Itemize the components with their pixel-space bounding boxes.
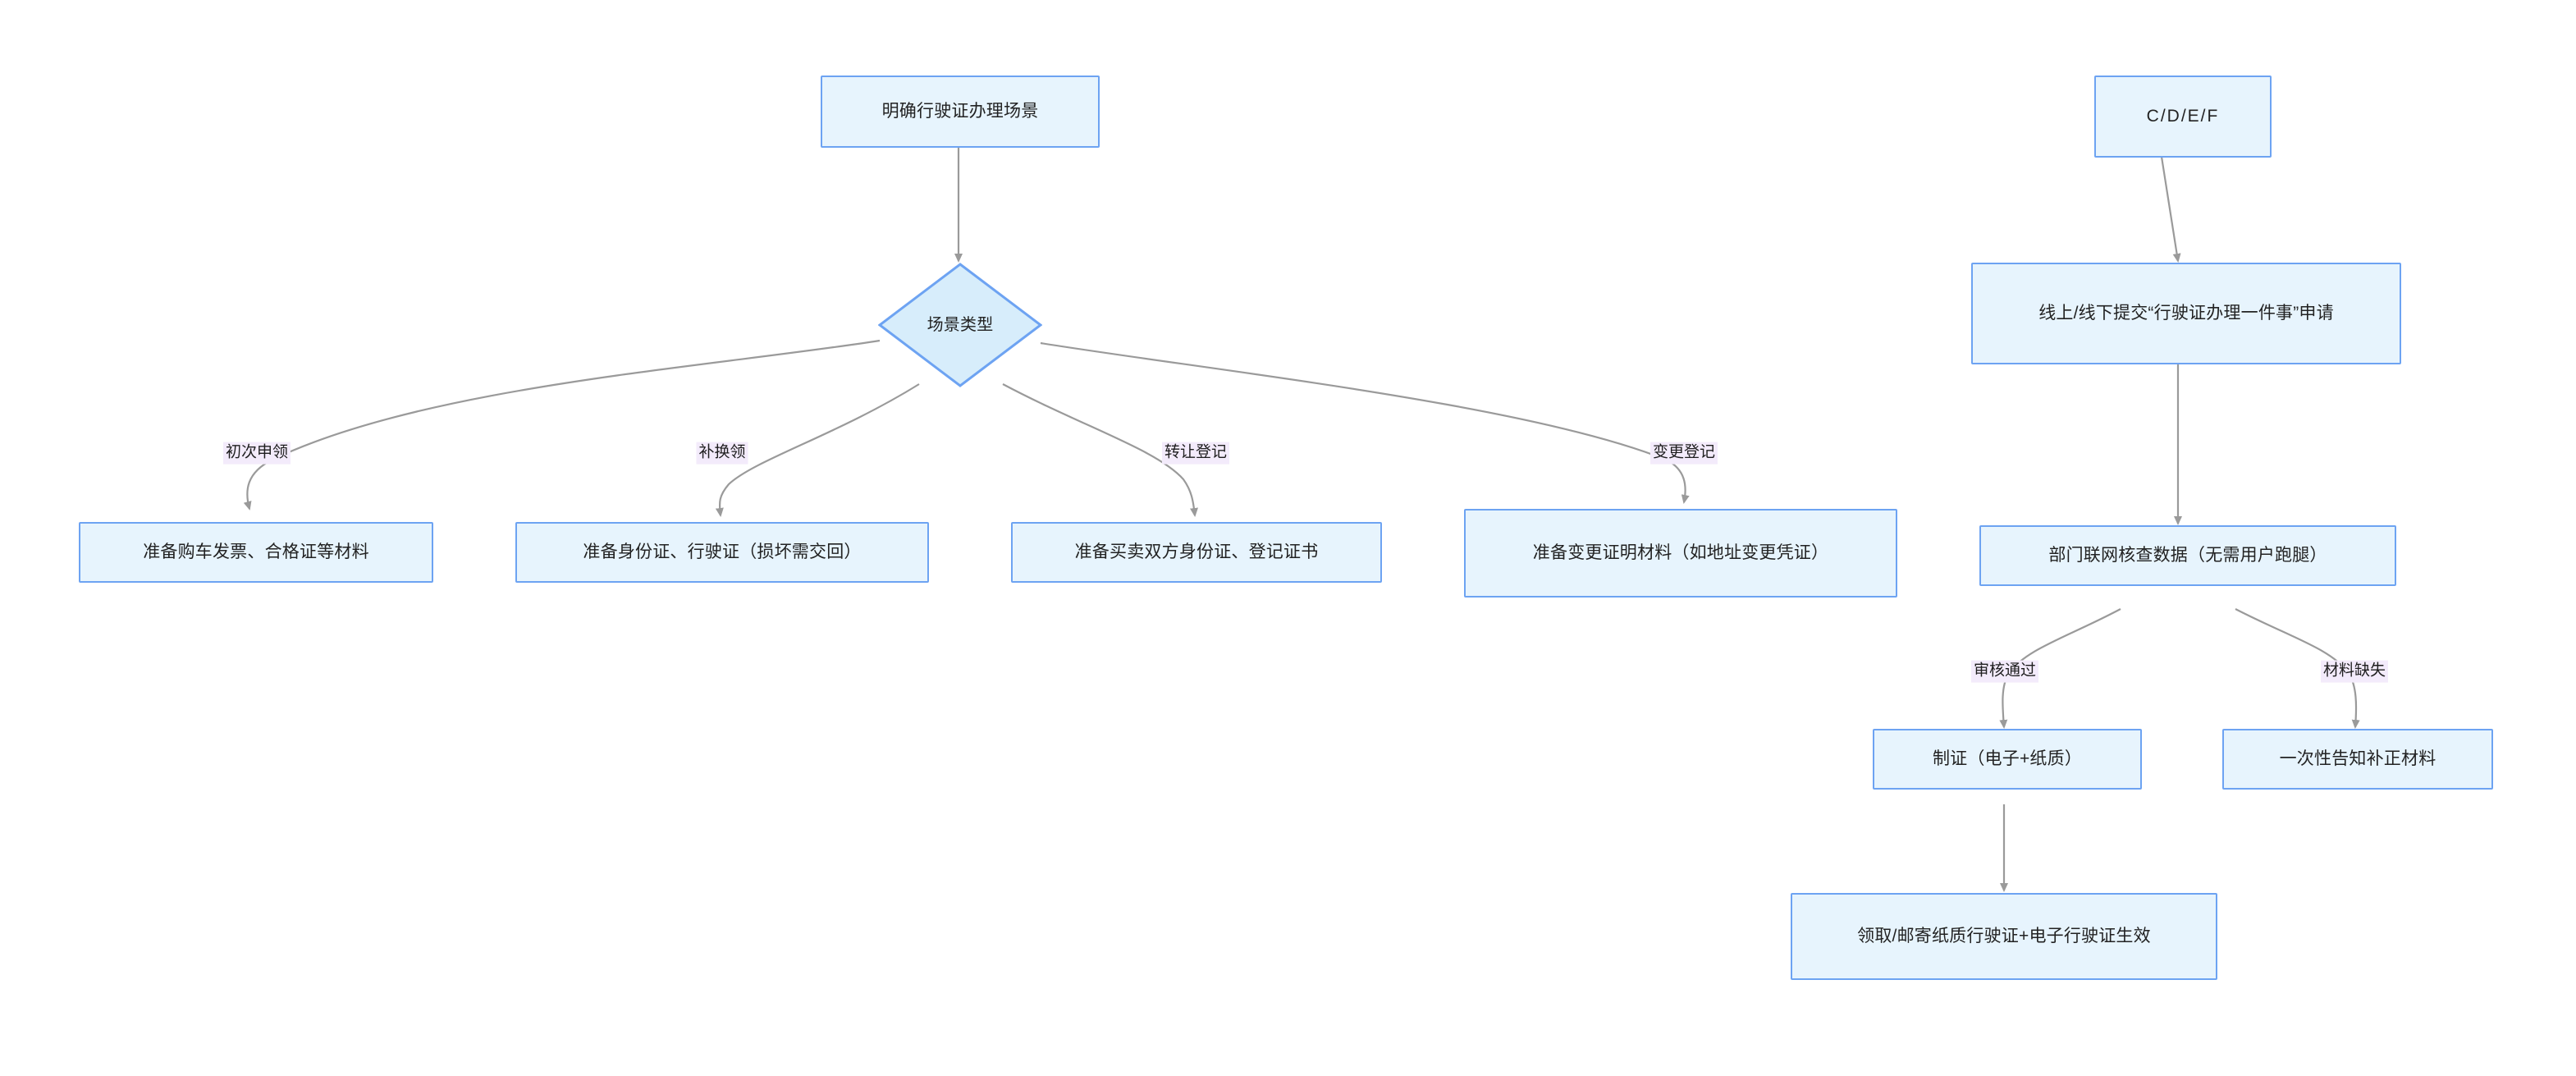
node-scene-start[interactable]: 明确行驶证办理场景	[821, 76, 1100, 148]
edge-type-to-first	[243, 339, 881, 511]
node-notify-fix[interactable]: 一次性告知补正材料	[2222, 729, 2493, 790]
node-label: C/D/E/F	[2146, 106, 2220, 126]
node-label: 一次性告知补正材料	[2279, 749, 2436, 768]
node-label: 部门联网核查数据（无需用户跑腿）	[2048, 545, 2327, 565]
diamond-shape	[878, 263, 1042, 387]
edge-type-to-change	[1040, 341, 1690, 504]
node-cdef[interactable]: C/D/E/F	[2094, 76, 2272, 158]
node-dept-check[interactable]: 部门联网核查数据（无需用户跑腿）	[1979, 525, 2396, 586]
node-label: 场景类型	[927, 315, 994, 334]
node-label: 准备变更证明材料（如地址变更凭证）	[1532, 543, 1829, 562]
edge-label-reissue: 补换领	[696, 442, 748, 465]
node-label: 明确行驶证办理场景	[881, 101, 1039, 121]
edge-label-first-apply: 初次申领	[222, 442, 291, 465]
node-label: 领取/邮寄纸质行驶证+电子行驶证生效	[1857, 926, 2151, 946]
edge-label-transfer: 转让登记	[1161, 442, 1230, 465]
edge-cdef-to-submit	[2160, 156, 2181, 263]
node-label: 线上/线下提交“行驶证办理一件事”申请	[2038, 303, 2334, 323]
edge-label-missing-material: 材料缺失	[2320, 660, 2389, 683]
node-transfer[interactable]: 准备买卖双方身份证、登记证书	[1011, 522, 1382, 583]
edge-type-to-reissue	[715, 383, 920, 517]
node-make-cert[interactable]: 制证（电子+纸质）	[1873, 729, 2142, 790]
node-label: 制证（电子+纸质）	[1932, 749, 2083, 768]
node-submit[interactable]: 线上/线下提交“行驶证办理一件事”申请	[1971, 263, 2401, 364]
edge-label-change: 变更登记	[1649, 442, 1718, 465]
node-receive[interactable]: 领取/邮寄纸质行驶证+电子行驶证生效	[1791, 893, 2217, 980]
node-label: 准备购车发票、合格证等材料	[143, 542, 369, 561]
node-label: 准备身份证、行驶证（损坏需交回）	[583, 542, 862, 561]
node-first-apply[interactable]: 准备购车发票、合格证等材料	[79, 522, 433, 583]
edge-label-approved: 审核通过	[1970, 660, 2039, 683]
node-label: 准备买卖双方身份证、登记证书	[1074, 542, 1319, 561]
node-reissue[interactable]: 准备身份证、行驶证（损坏需交回）	[515, 522, 929, 583]
node-change[interactable]: 准备变更证明材料（如地址变更凭证）	[1464, 509, 1897, 598]
node-scene-type[interactable]: 场景类型	[878, 263, 1042, 387]
